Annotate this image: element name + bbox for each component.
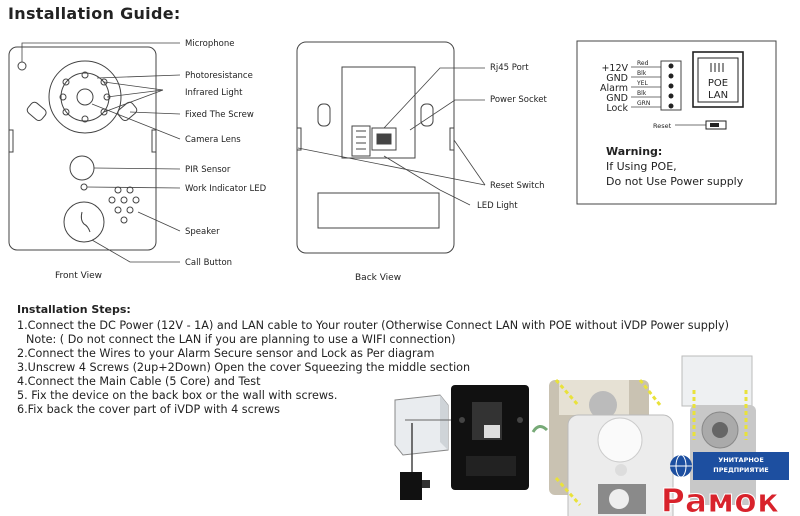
label-pir-sensor: PIR Sensor [185,165,231,175]
wire-color-grn: GRN [637,100,650,107]
label-speaker: Speaker [185,227,220,237]
infrared-leds [59,71,111,123]
screw-slot-right [117,101,138,122]
back-screw-right [420,103,434,127]
wiring-frame [576,40,777,205]
call-button [63,201,105,243]
pir-sensor [69,155,95,181]
step-4: 4.Connect the Main Cable (5 Core) and Te… [17,375,261,388]
microphone-hole [17,61,27,71]
arrow-icon [531,425,549,433]
back-recess [341,66,416,159]
back-panel-outline [296,41,455,254]
front-view-device [8,46,157,251]
label-reset-switch: Reset Switch [490,181,545,191]
terminal-block [351,125,371,157]
back-view-caption: Back View [355,273,401,283]
label-fixed-the-screw: Fixed The Screw [185,110,254,120]
step-6: 6.Fix back the cover part of iVDP with 4… [17,403,280,416]
label-led-light: LED Light [477,201,518,211]
screw-guide-lines [554,379,662,506]
pin-gnd-2: GND [606,93,628,104]
label-photoresistance: Photoresistance [185,71,253,81]
pin-12v: +12V [601,63,628,74]
logo-top-line: УНИТАРНОЕ [718,456,764,464]
front-right-clip [151,129,157,153]
warning-line-2: Do not Use Power supply [606,175,744,188]
label-microphone: Microphone [185,39,234,49]
call-button-symbol [80,211,91,233]
step-1: 1.Connect the DC Power (12V - 1A) and LA… [17,319,730,332]
wire-color-blk-1: Blk [637,70,647,77]
camera-lens [76,88,94,106]
page-title: Installation Guide: [8,4,181,23]
step-note: Note: ( Do not connect the LAN if you ar… [26,333,456,346]
front-callout-lines [21,42,181,263]
front-panel-outline [8,46,157,251]
logo-bottom-line: ПРЕДПРИЯТИЕ [713,466,768,474]
warning-title: Warning: [606,145,662,158]
label-camera-lens: Camera Lens [185,135,241,145]
label-work-indicator-led: Work Indicator LED [185,184,267,194]
company-logo: УНИТАРНОЕ ПРЕДПРИЯТИЕ Рамок [660,452,789,516]
pin-alarm: Alarm [600,83,628,94]
camera-ring-outer [48,60,122,134]
label-call-button: Call Button [185,258,232,268]
step-2: 2.Connect the Wires to your Alarm Secure… [17,347,435,360]
front-cover-photo [549,379,674,516]
power-adapter [400,472,422,500]
back-screw-left [317,103,331,127]
back-callout-lines [297,67,486,206]
wiring-box: +12V GND Alarm GND Lock Red Blk YEL Blk … [576,40,777,205]
front-left-clip [8,129,14,153]
warning-line-1: If Using POE, [606,160,677,173]
back-labels: Rj45 Port Power Socket Reset Switch LED … [477,63,548,211]
work-indicator-led [80,183,88,191]
wire-color-red: Red [637,60,649,67]
poe-lan-port: POE LAN [692,51,744,108]
pin-gnd-1: GND [606,73,628,84]
logo-name: Рамок [661,481,780,516]
lan-label: LAN [708,90,728,101]
wall-box-photo [394,394,480,500]
screw-slot-left [26,101,47,122]
back-panel-photo [451,385,529,490]
pin-lock: Lock [606,103,628,114]
label-rj45-port: Rj45 Port [490,63,529,73]
front-view-caption: Front View [55,271,102,281]
wire-color-yel: YEL [636,80,648,87]
label-power-socket: Power Socket [490,95,548,105]
wire-color-blk-2: Blk [637,90,647,97]
step-3: 3.Unscrew 4 Screws (2up+2Down) Open the … [17,361,471,374]
back-view-device [296,41,455,254]
step-5: 5. Fix the device on the back box or the… [17,389,338,402]
steps-title: Installation Steps: [17,303,131,316]
poe-label: POE [708,78,728,89]
front-labels: Microphone Photoresistance Infrared Ligh… [185,39,267,268]
reset-switch-knob [710,123,719,127]
speaker-grille [108,186,140,224]
reset-label: Reset [653,122,672,130]
label-infrared-light: Infrared Light [185,88,243,98]
back-label-area [317,192,440,229]
